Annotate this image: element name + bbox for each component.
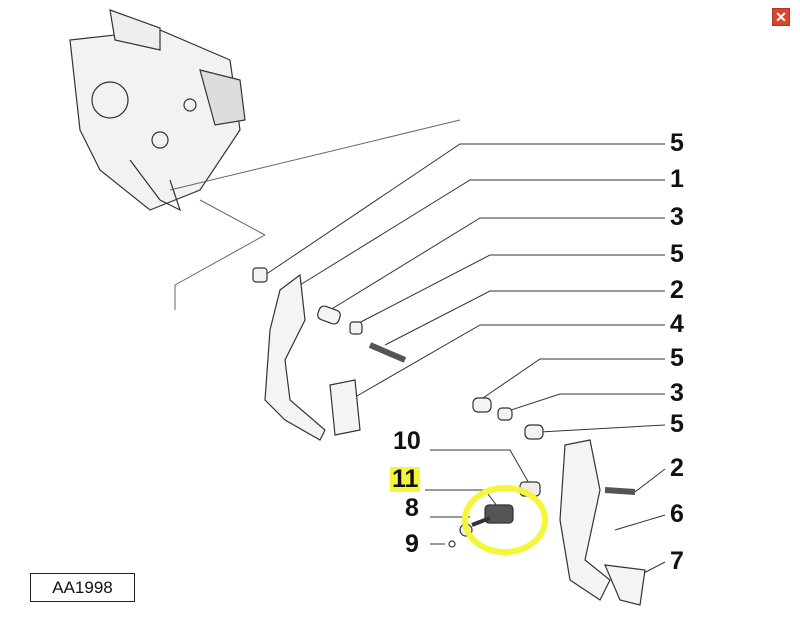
detail-frame-lines	[169, 119, 461, 310]
callout-5d: 5	[670, 410, 684, 438]
brake-pedal	[472, 397, 646, 606]
callout-9: 9	[405, 530, 419, 558]
clutch-pedal	[252, 267, 407, 441]
callout-8: 8	[405, 494, 419, 522]
leader-lines	[264, 143, 666, 576]
highlight-circle	[462, 485, 548, 555]
callout-2b: 2	[670, 454, 684, 482]
callout-4: 4	[670, 310, 684, 338]
callout-5c: 5	[670, 344, 684, 372]
callout-5a: 5	[670, 129, 684, 157]
diagram-code-label: AA1998	[30, 573, 135, 602]
callout-1: 1	[670, 165, 684, 193]
callout-6: 6	[670, 500, 684, 528]
callout-7: 7	[670, 547, 684, 575]
pedal-box-overview	[69, 9, 246, 212]
close-button[interactable]: ✕	[772, 8, 790, 26]
callout-11-highlighted: 11	[390, 465, 421, 493]
callout-3a: 3	[670, 203, 684, 231]
callout-3b: 3	[670, 379, 684, 407]
callout-2a: 2	[670, 276, 684, 304]
callout-10: 10	[393, 427, 421, 455]
callout-5b: 5	[670, 240, 684, 268]
